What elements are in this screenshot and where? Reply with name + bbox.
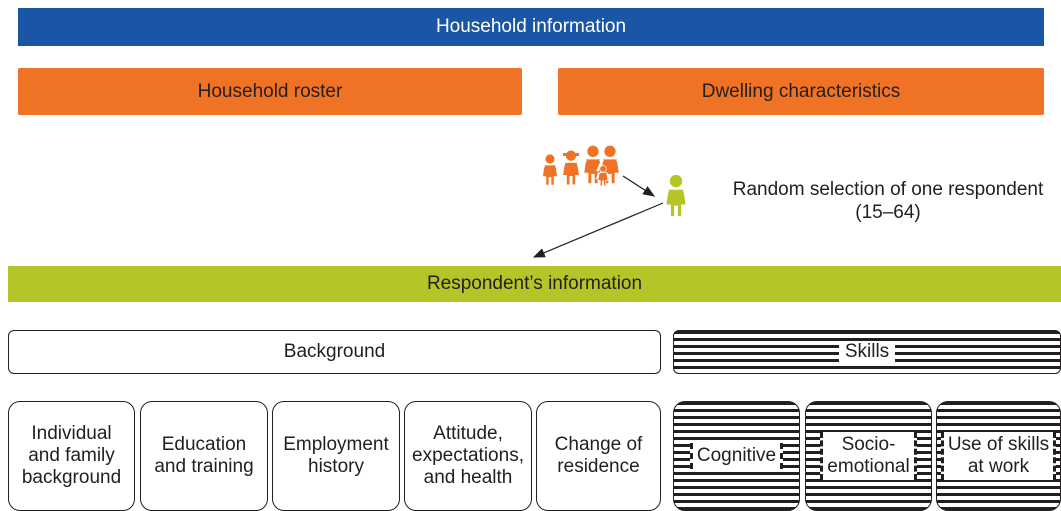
module-change-of-residence: Change of residence	[536, 401, 661, 511]
module-cognitive-skills: Cognitive	[673, 401, 800, 511]
household-family-icon	[538, 143, 624, 187]
arrow-to-selected-respondent	[622, 175, 656, 197]
module-employment-history: Employment history	[272, 401, 400, 511]
module-individual-family-background: Individual and family background	[8, 401, 135, 511]
household-roster-box: Household roster	[18, 68, 522, 115]
module-label: Individual and family background	[21, 423, 122, 488]
random-selection-note: Random selection of one respondent (15–6…	[718, 178, 1058, 224]
selected-respondent-icon	[660, 172, 692, 219]
arrow-to-respondent-information	[532, 202, 664, 258]
module-label: Socio- emotional	[820, 432, 917, 480]
module-label: Cognitive	[689, 443, 784, 469]
background-label: Background	[283, 341, 386, 362]
dwelling-characteristics-box: Dwelling characteristics	[558, 68, 1044, 115]
module-education-training: Education and training	[140, 401, 268, 511]
module-label: Change of residence	[554, 434, 643, 477]
respondent-information-bar: Respondent’s information	[8, 266, 1061, 302]
module-socio-emotional-skills: Socio- emotional	[805, 401, 932, 511]
module-label: Education and training	[154, 434, 254, 477]
skills-header: Skills	[673, 330, 1061, 374]
household-information-label: Household information	[435, 16, 627, 37]
module-use-of-skills-at-work: Use of skills at work	[936, 401, 1061, 511]
household-roster-label: Household roster	[197, 80, 343, 102]
module-attitude-expectations-health: Attitude, expectations, and health	[404, 401, 532, 511]
module-label: Attitude, expectations, and health	[412, 423, 524, 488]
module-label: Employment history	[283, 434, 389, 477]
background-header: Background	[8, 330, 661, 374]
module-label: Use of skills at work	[940, 432, 1057, 480]
random-selection-age-range: (15–64)	[855, 202, 921, 223]
household-information-bar: Household information	[18, 8, 1044, 46]
random-selection-line1: Random selection of one respondent	[732, 179, 1044, 200]
respondent-information-label: Respondent’s information	[426, 273, 643, 294]
skills-label: Skills	[838, 342, 896, 362]
dwelling-characteristics-label: Dwelling characteristics	[701, 80, 901, 102]
